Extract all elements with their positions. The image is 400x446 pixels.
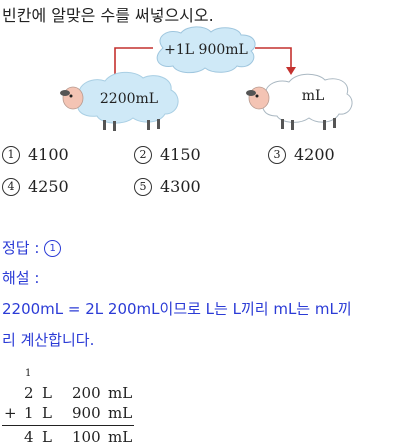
answer-label: 정답 : bbox=[2, 239, 40, 257]
row2-milliliters: 900 bbox=[72, 404, 101, 422]
choice-value: 4300 bbox=[160, 177, 201, 196]
choice-2[interactable]: 2 4150 bbox=[134, 145, 201, 164]
explanation-line-1: 2200mL = 2L 200mL이므로 L는 L끼리 mL는 mL끼 bbox=[2, 300, 352, 318]
choice-5[interactable]: 5 4300 bbox=[134, 177, 201, 196]
carry-digit: 1 bbox=[25, 368, 32, 379]
row2-l-unit: L bbox=[42, 404, 52, 422]
vertical-calculation: 1 2 L 200 mL + 1 L 900 mL 4 L 100 mL bbox=[0, 368, 400, 446]
choice-4[interactable]: 4 4250 bbox=[2, 177, 69, 196]
choice-value: 4250 bbox=[28, 177, 69, 196]
row1-liters: 2 bbox=[24, 384, 34, 402]
answer-line: 정답 : 1 bbox=[2, 237, 62, 258]
left-sheep-label: 2200mL bbox=[100, 91, 158, 107]
cloud-shape bbox=[156, 26, 256, 74]
choice-number: 3 bbox=[268, 146, 286, 164]
answer-value: 1 bbox=[44, 240, 62, 257]
left-sheep bbox=[60, 71, 179, 131]
explanation-line-2: 리 계산합니다. bbox=[2, 331, 95, 349]
cloud-label: +1L 900mL bbox=[164, 42, 248, 58]
choice-value: 4150 bbox=[160, 145, 201, 164]
result-liters: 4 bbox=[24, 428, 34, 446]
row2-liters: 1 bbox=[24, 404, 34, 422]
choice-value: 4200 bbox=[294, 145, 335, 164]
explanation-label: 해설 : bbox=[2, 269, 40, 287]
right-sheep bbox=[246, 73, 353, 130]
result-milliliters: 100 bbox=[72, 428, 101, 446]
arrow-head-icon bbox=[286, 67, 296, 75]
result-l-unit: L bbox=[42, 428, 52, 446]
arrow-line-right bbox=[255, 47, 292, 68]
row2-operator: + bbox=[4, 404, 17, 422]
choice-value: 4100 bbox=[28, 145, 69, 164]
question-title: 빈칸에 알맞은 수를 써넣으시오. bbox=[2, 6, 214, 25]
sum-rule bbox=[2, 425, 134, 426]
choice-number: 4 bbox=[2, 178, 20, 196]
row1-ml-unit: mL bbox=[108, 384, 133, 402]
choice-1[interactable]: 1 4100 bbox=[2, 145, 69, 164]
choice-number: 5 bbox=[134, 178, 152, 196]
row1-l-unit: L bbox=[42, 384, 52, 402]
choice-number: 1 bbox=[2, 146, 20, 164]
right-sheep-label: mL bbox=[302, 88, 325, 104]
row1-milliliters: 200 bbox=[72, 384, 101, 402]
choice-number: 2 bbox=[134, 146, 152, 164]
row2-ml-unit: mL bbox=[108, 404, 133, 422]
choice-3[interactable]: 3 4200 bbox=[268, 145, 335, 164]
sheep-illustration: +1L 900mL 2200mL mL bbox=[60, 26, 353, 131]
result-ml-unit: mL bbox=[108, 428, 133, 446]
